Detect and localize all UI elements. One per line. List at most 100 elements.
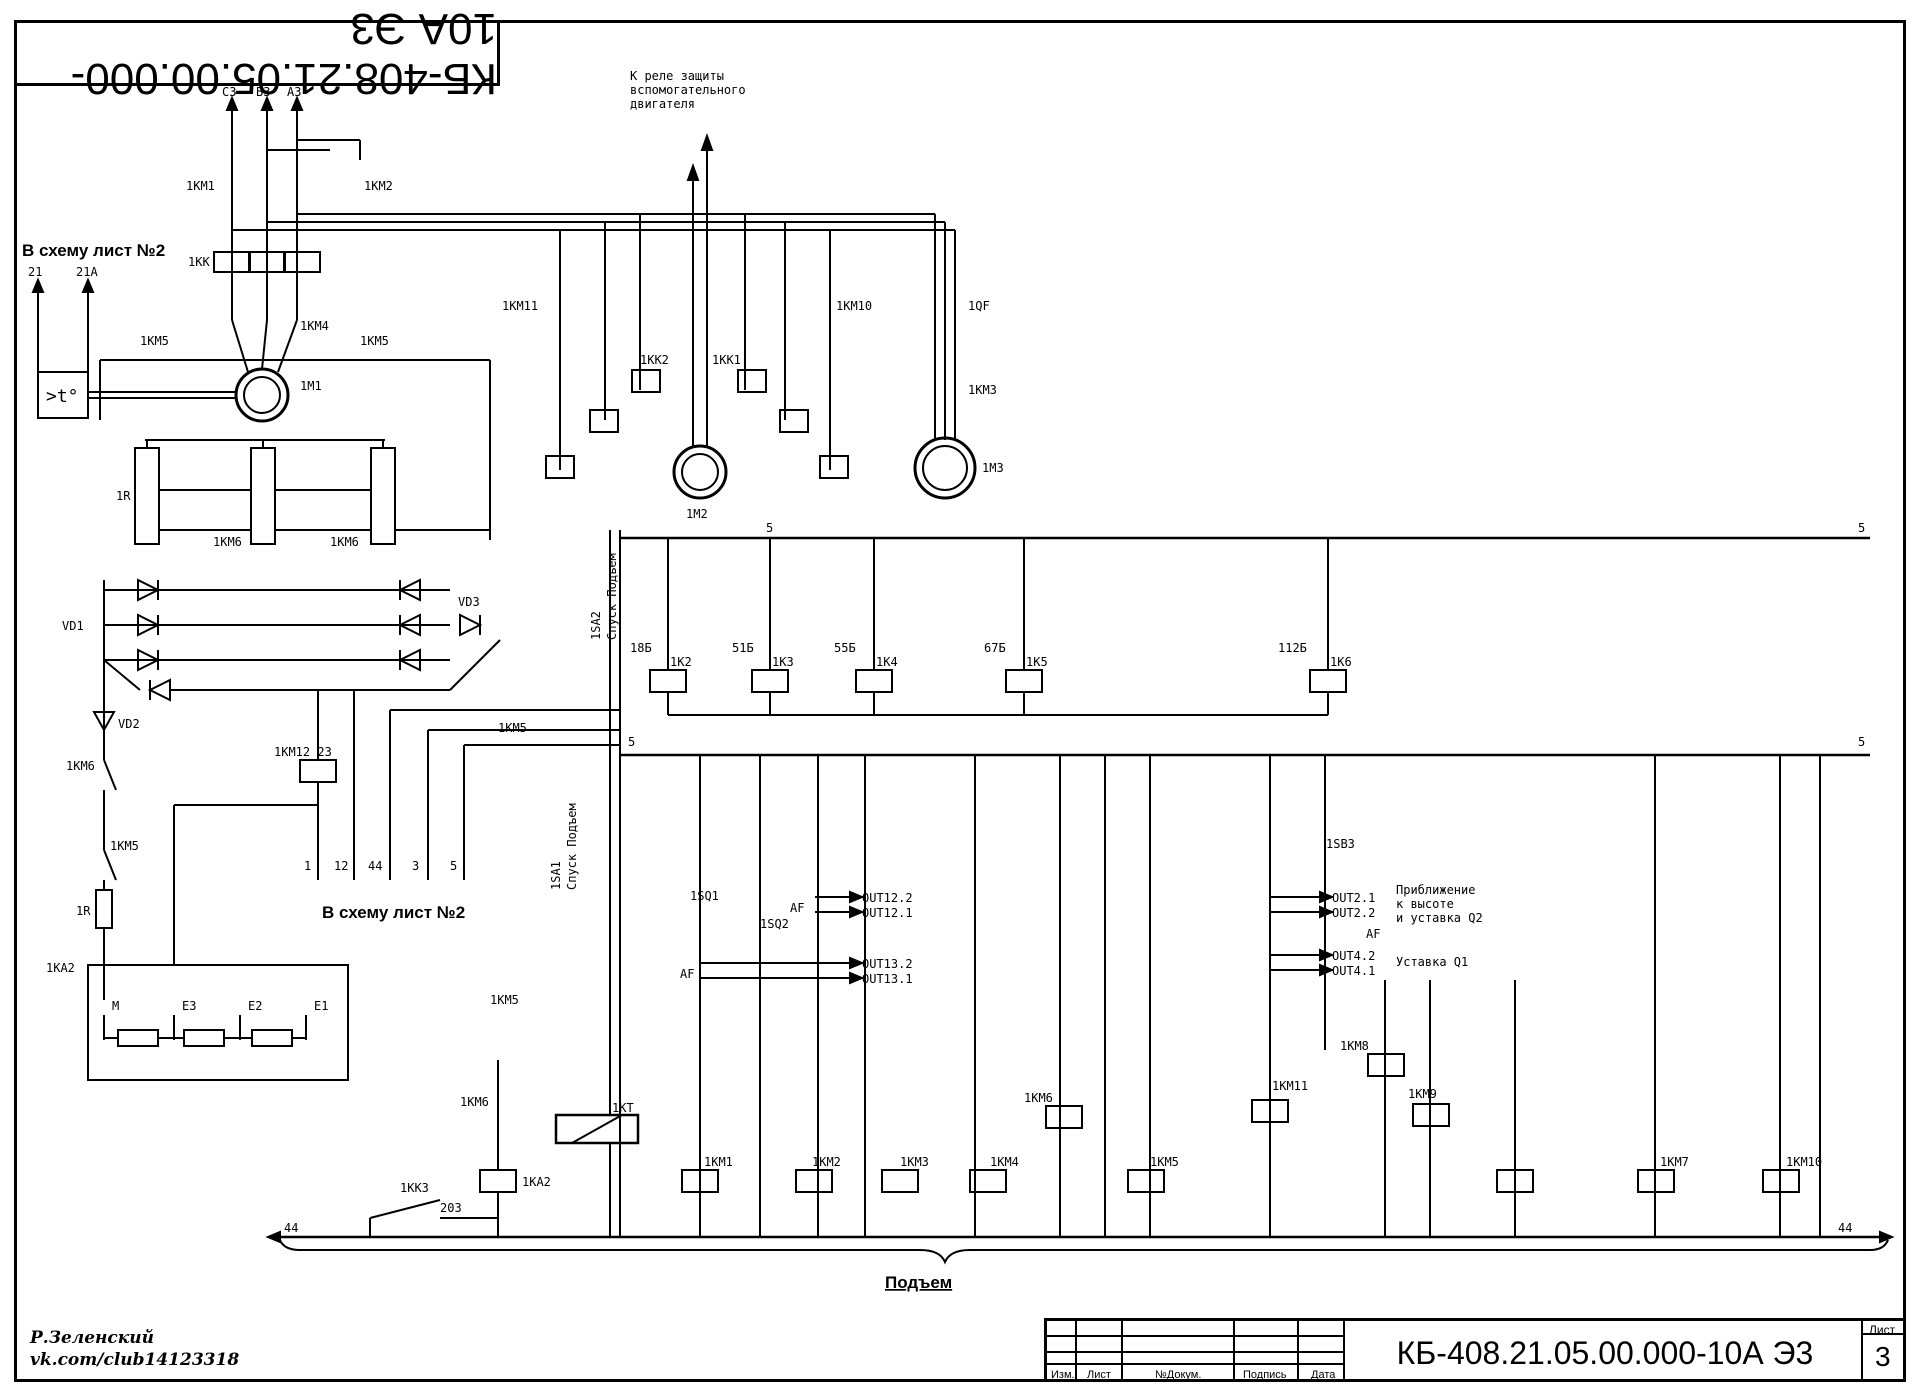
phase-c3: C3 — [222, 85, 236, 99]
motor-1m2-label: 1М2 — [686, 507, 708, 521]
aux-relay-line1: К реле защиты — [630, 69, 724, 83]
tb-col-docnum: №Докум. — [1155, 1369, 1202, 1381]
svg-text:1КМ5: 1КМ5 — [360, 334, 389, 348]
out-2-1: OUT2.1 — [1332, 891, 1375, 905]
out-4-1: OUT4.1 — [1332, 964, 1375, 978]
coil-1k5: 1К5 — [1026, 655, 1048, 669]
svg-text:1QF: 1QF — [968, 299, 990, 313]
svg-text:5: 5 — [1858, 735, 1865, 749]
motor-1m3-label: 1М3 — [982, 461, 1004, 475]
wire-12: 12 — [334, 859, 348, 873]
coil-1kt: 1КТ — [612, 1101, 634, 1115]
coil-1k3: 1К3 — [772, 655, 794, 669]
wire-44: 44 — [368, 859, 382, 873]
wire-1: 1 — [304, 859, 311, 873]
aux-motor-section: 1М2 К реле защиты вспомогательного двига… — [502, 69, 872, 521]
svg-text:1КМ6: 1КМ6 — [330, 535, 359, 549]
coil-1km6: 1КМ6 — [1024, 1091, 1053, 1105]
sa2-dir: Спуск Подъем — [605, 553, 619, 640]
author-signature: Р.Зеленский — [30, 1328, 155, 1348]
svg-text:1КМ6: 1КМ6 — [460, 1095, 489, 1109]
vd1-label: VD1 — [62, 619, 84, 633]
svg-text:5: 5 — [628, 735, 635, 749]
tb-sheet-label: Лист — [1869, 1323, 1896, 1337]
motor-1m3-section: 1М3 1QF 1КМ3 — [913, 214, 1004, 500]
coil-1km8-label: 1КМ8 — [1340, 1039, 1369, 1053]
title-block: Изм. Лист №Докум. Подпись Дата Лист 3 — [1044, 1318, 1906, 1382]
kk1-label: 1КК1 — [712, 353, 741, 367]
title-block-code: КБ-408.21.05.00.000-10А Э3 — [1396, 1334, 1814, 1371]
relay-coil-row: 1К2 1К3 1К4 1К5 1К6 18Б 51Б 55Б 67Б 112Б — [630, 538, 1352, 716]
caption-lifting: Подъем — [885, 1273, 952, 1292]
coil-1km7: 1КМ7 — [1660, 1155, 1689, 1169]
svg-text:1КМ10: 1КМ10 — [836, 299, 872, 313]
svg-text:1КМ4: 1КМ4 — [300, 319, 329, 333]
svg-text:1КК: 1КК — [188, 255, 210, 269]
wire-55b: 55Б — [834, 641, 856, 655]
wire-67b: 67Б — [984, 641, 1006, 655]
coil-1k6: 1К6 — [1330, 655, 1352, 669]
coil-1k4: 1К4 — [876, 655, 898, 669]
coil-1km5: 1КМ5 — [1150, 1155, 1179, 1169]
svg-text:1КМ2: 1КМ2 — [364, 179, 393, 193]
svg-text:1R: 1R — [116, 489, 131, 503]
svg-text:1КМ11: 1КМ11 — [502, 299, 538, 313]
wire-21: 21 — [28, 265, 42, 279]
approach-line1: Приближение — [1396, 883, 1475, 897]
kt-coil-box — [554, 1113, 640, 1145]
svg-text:1КМ5: 1КМ5 — [140, 334, 169, 348]
approach-line2: к высоте — [1396, 897, 1454, 911]
wire-203: 203 — [440, 1201, 462, 1215]
diode-bridge-vd1: VD1 VD3 — [62, 578, 501, 702]
output-terminals: OUT12.2 OUT12.1 OUT13.2 OUT13.1 OUT2.1 O… — [680, 890, 1380, 986]
tb-col-signature: Подпись — [1243, 1369, 1287, 1381]
thermal-sensor — [37, 371, 89, 419]
coil-1k2: 1К2 — [670, 655, 692, 669]
out-13-2: OUT13.2 — [862, 957, 913, 971]
wire-21a: 21А — [76, 265, 98, 279]
coil-1ka2: 1КА2 — [522, 1175, 551, 1189]
svg-text:1КМ3: 1КМ3 — [968, 383, 997, 397]
busbar-top-right-label: 5 — [1858, 521, 1865, 535]
busbar-top-left-label: 5 — [766, 521, 773, 535]
coil-1km11: 1КМ11 — [1272, 1079, 1308, 1093]
phase-b3: B3 — [256, 85, 270, 99]
sa1-dir: Спуск Подъем — [565, 803, 579, 890]
kk2-label: 1КК2 — [640, 353, 669, 367]
svg-text:AF: AF — [680, 967, 694, 981]
sq2-label: 1SQ2 — [760, 917, 789, 931]
svg-text:>t°: >t° — [46, 386, 79, 407]
sa2-label: 1SA2 — [589, 611, 603, 640]
aux-relay-line3: двигателя — [630, 97, 695, 111]
svg-text:1КМ5: 1КМ5 — [110, 839, 139, 853]
svg-text:AF: AF — [1366, 927, 1380, 941]
coil-1km1: 1КМ1 — [704, 1155, 733, 1169]
svg-text:M: M — [112, 999, 119, 1013]
svg-text:AF: AF — [790, 901, 804, 915]
sb3-label: 1SB3 — [1326, 837, 1355, 851]
coil-1km3: 1КМ3 — [900, 1155, 929, 1169]
svg-text:E1: E1 — [314, 999, 328, 1013]
motor-1m1-label: 1М1 — [300, 379, 322, 393]
sq1-label: 1SQ1 — [690, 889, 719, 903]
svg-text:E2: E2 — [248, 999, 262, 1013]
vd3-label: VD3 — [458, 595, 480, 609]
out-4-2: OUT4.2 — [1332, 949, 1375, 963]
aux-relay-line2: вспомогательного — [630, 83, 746, 97]
coil-1km10: 1КМ10 — [1786, 1155, 1822, 1169]
ka2-box — [87, 964, 349, 1081]
resistor-bank-1r: 1R 1КМ6 1КМ6 — [116, 439, 490, 549]
svg-text:1КМ5: 1КМ5 — [498, 721, 527, 735]
wire-18b: 18Б — [630, 641, 652, 655]
svg-text:1КМ6: 1КМ6 — [213, 535, 242, 549]
approach-line3: и уставка Q2 — [1396, 911, 1483, 925]
caption-to-sheet2-bottom: В схему лист №2 — [322, 903, 465, 922]
out-2-2: OUT2.2 — [1332, 906, 1375, 920]
coil-1km4: 1КМ4 — [990, 1155, 1019, 1169]
svg-text:1КМ5: 1КМ5 — [490, 993, 519, 1007]
wire-51b: 51Б — [732, 641, 754, 655]
r1-label: 1R — [76, 904, 91, 918]
svg-text:E3: E3 — [182, 999, 196, 1013]
